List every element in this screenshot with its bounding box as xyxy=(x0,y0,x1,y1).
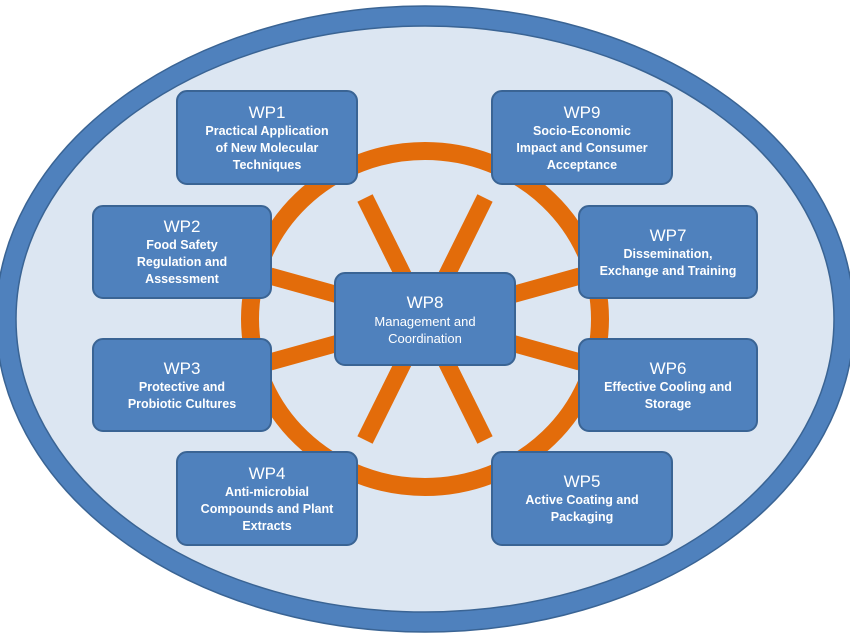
wp5-title-line-2: Packaging xyxy=(550,510,614,524)
wp2-title-line-2: Regulation and xyxy=(136,255,228,269)
wp7-code: WP7 xyxy=(649,225,687,245)
wp1-code: WP1 xyxy=(248,102,286,122)
wp6-title-line-1: Effective Cooling and xyxy=(604,379,732,394)
wp2-title-line-1: Food Safety xyxy=(146,238,218,252)
wp4-box[interactable]: WP4 Anti-microbial Compounds and Plant E… xyxy=(176,451,358,546)
wp9-box[interactable]: WP9 Socio-Economic Impact and Consumer A… xyxy=(491,90,673,185)
wp9-title-line-2: Impact and Consumer xyxy=(516,140,648,155)
wp1-title-line-2: of New Molecular xyxy=(215,140,319,155)
wp7-title-line-1: Dissemination, xyxy=(623,246,713,261)
inner-field-edge xyxy=(15,25,835,613)
wp3-title-line-1: Protective and xyxy=(138,379,226,394)
wp3-box[interactable]: WP3 Protective and Probiotic Cultures xyxy=(92,338,272,432)
wp3-title-line-2: Probiotic Cultures xyxy=(127,396,237,411)
wp5-title-line-1: Active Coating and xyxy=(525,493,639,507)
outer-ring xyxy=(0,6,850,632)
wp8-center-box[interactable]: WP8 Management and Coordination xyxy=(334,272,516,366)
wp8-code: WP8 xyxy=(406,292,444,312)
wp7-box[interactable]: WP7 Dissemination, Exchange and Training xyxy=(578,205,758,299)
wp5-box[interactable]: WP5 Active Coating and Packaging xyxy=(491,451,673,546)
wp2-code: WP2 xyxy=(163,217,201,236)
wp2-box[interactable]: WP2 Food Safety Regulation and Assessmen… xyxy=(92,205,272,299)
wp1-title-line-1: Practical Application xyxy=(205,123,329,138)
wp2-title-line-3: Assessment xyxy=(145,272,219,286)
wp6-code: WP6 xyxy=(649,358,687,378)
wp6-title-line-2: Storage xyxy=(644,396,692,411)
wp4-title-line-2: Compounds and Plant xyxy=(200,501,334,516)
wp6-box[interactable]: WP6 Effective Cooling and Storage xyxy=(578,338,758,432)
wp1-box[interactable]: WP1 Practical Application of New Molecul… xyxy=(176,90,358,185)
wp3-code: WP3 xyxy=(163,358,201,378)
wp8-title-line-2: Coordination xyxy=(388,330,462,346)
wp4-title-line-1: Anti-microbial xyxy=(224,484,310,499)
wp1-title-line-3: Techniques xyxy=(232,157,302,172)
wp9-title-line-3: Acceptance xyxy=(546,157,618,172)
wheel-rim xyxy=(241,142,609,496)
wp7-title-line-2: Exchange and Training xyxy=(599,263,737,278)
wp9-code: WP9 xyxy=(563,102,601,122)
wp8-title-line-1: Management and xyxy=(374,313,476,329)
wp5-code: WP5 xyxy=(563,472,601,491)
wp9-title-line-1: Socio-Economic xyxy=(533,123,631,138)
wp4-title-line-3: Extracts xyxy=(242,518,292,533)
wp4-code: WP4 xyxy=(248,463,286,483)
outer-ring-edge xyxy=(0,5,850,633)
